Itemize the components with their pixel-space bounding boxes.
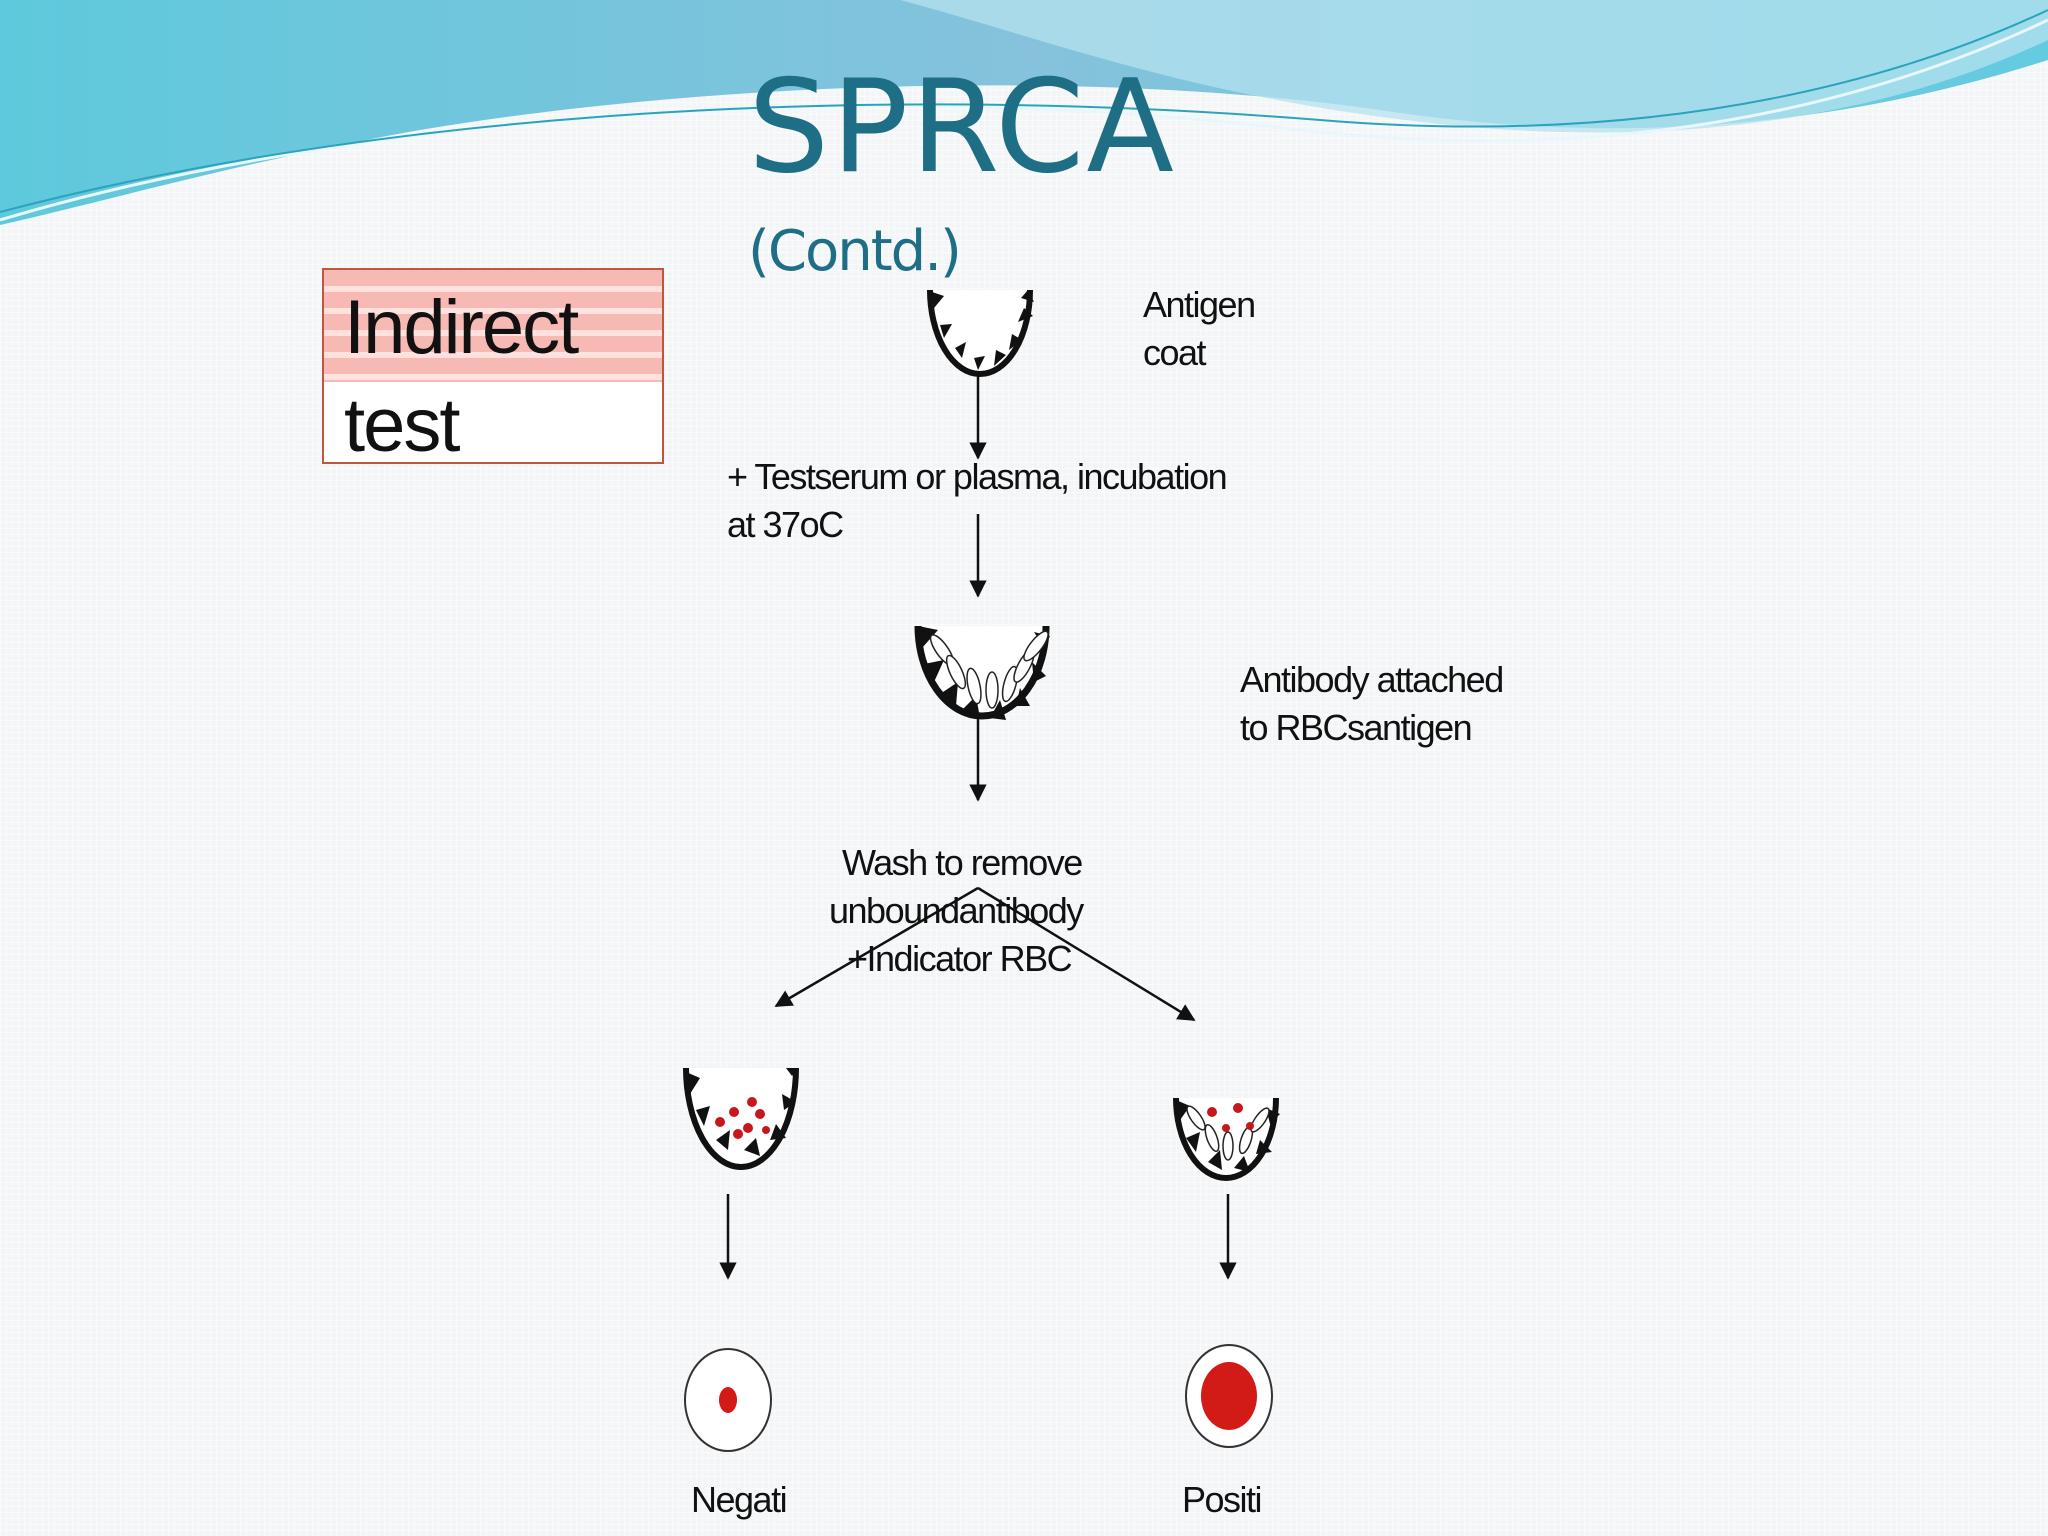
test-type-box: Indirect test (322, 268, 664, 464)
header-wave (0, 0, 2048, 225)
label-wash-step-2: unboundantibody (829, 890, 1084, 931)
label-negative: Negati (691, 1479, 788, 1520)
label-wash-step-3: +Indicator RBC (847, 938, 1073, 979)
flow-arrows (719, 374, 1237, 1280)
well-negative-result (683, 1067, 799, 1170)
label-serum-step-2: at 37oC (727, 504, 844, 545)
label-antibody-attached-2: to RBCsantigen (1240, 707, 1473, 748)
label-antigen-coat-2: coat (1143, 332, 1207, 373)
arrow-right-branch (977, 886, 1196, 1022)
test-type-line2: test (344, 383, 460, 464)
label-positive: Positi (1182, 1479, 1263, 1520)
test-type-line1: Indirect (344, 285, 579, 370)
label-antigen-coat-1: Antigen (1143, 284, 1256, 325)
label-wash-step-1: Wash to remove (842, 842, 1083, 883)
slide-title: SPRCA (748, 53, 1176, 202)
slide-subtitle: (Contd.) (748, 219, 962, 284)
label-antibody-attached-1: Antibody attached (1240, 659, 1504, 700)
well-antigen-coat (927, 289, 1034, 377)
result-circle-positive (1185, 1344, 1273, 1448)
label-serum-step-1: + Testserum or plasma, incubation (727, 456, 1228, 497)
well-positive-result (1173, 1097, 1280, 1181)
result-circle-negative (684, 1348, 772, 1452)
well-antibody-attached (914, 625, 1050, 720)
arrow-left-branch (774, 886, 979, 1008)
box-highlight-stripe (324, 270, 662, 382)
